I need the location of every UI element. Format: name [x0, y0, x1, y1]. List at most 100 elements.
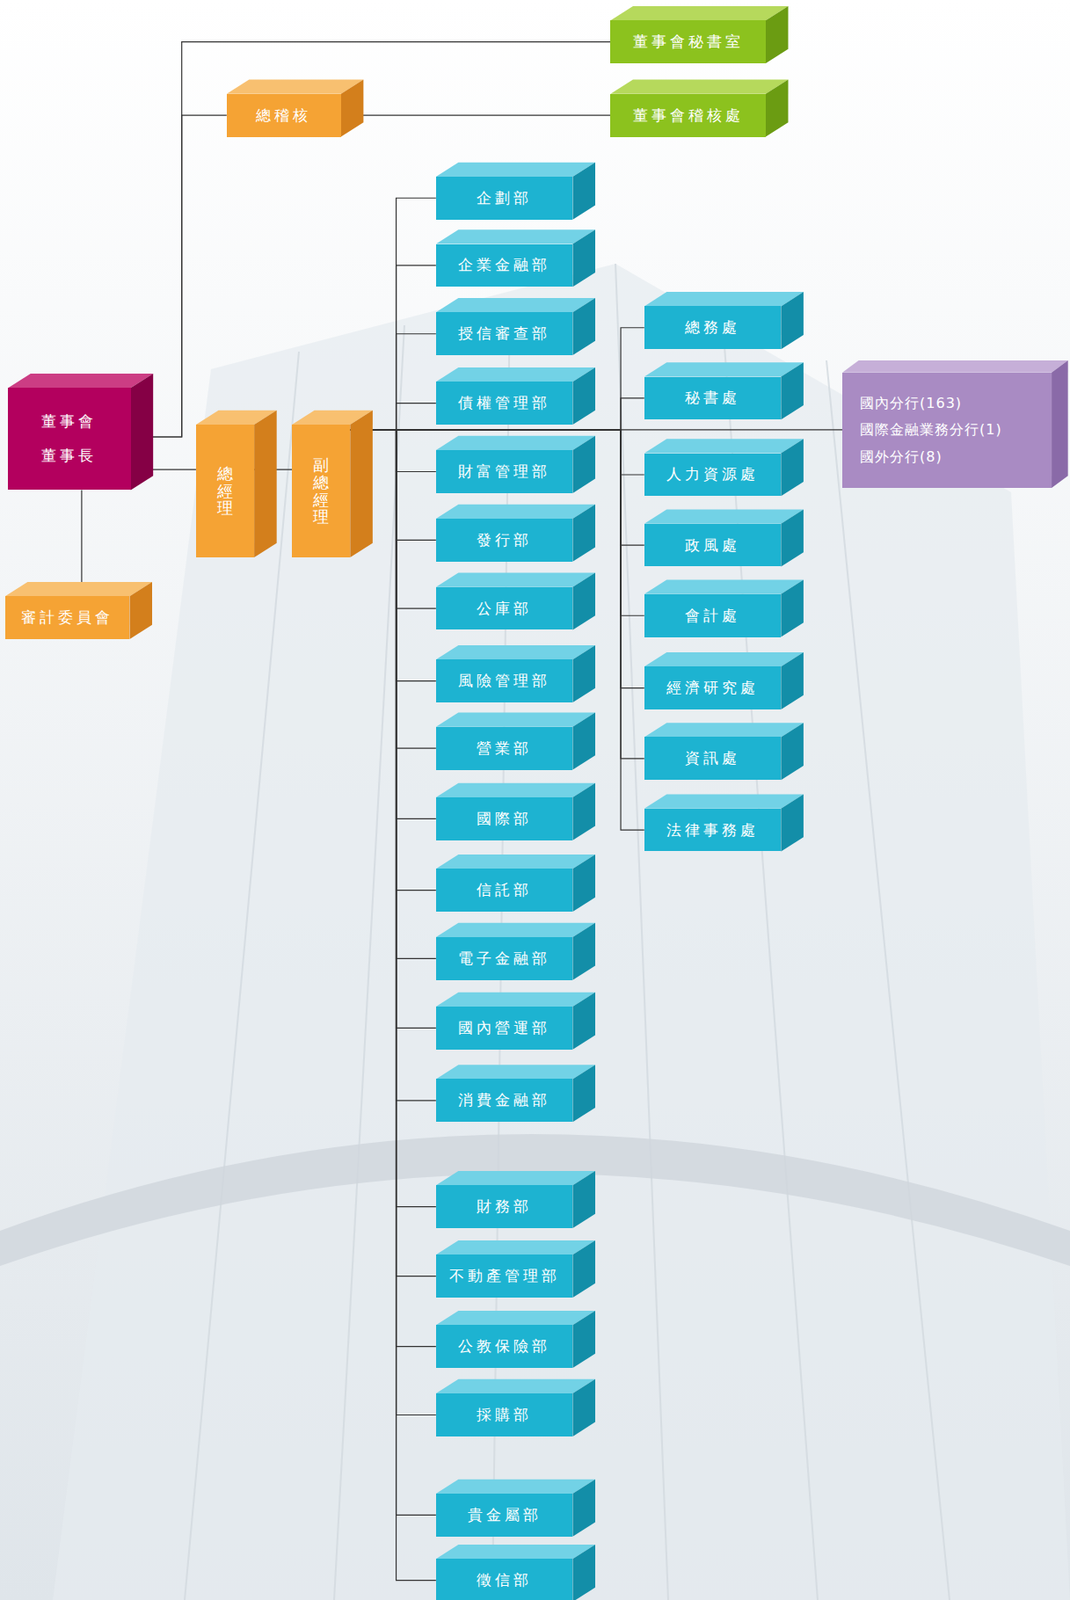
box-side-face	[572, 1310, 596, 1369]
executive-box: 副總經理	[291, 424, 350, 558]
box-top-face	[644, 793, 804, 808]
department-box: 電子金融部	[436, 937, 574, 981]
department-box: 營業部	[436, 727, 574, 771]
box-side-face	[572, 923, 596, 981]
box-side-face	[131, 373, 154, 490]
box-side-face	[572, 229, 596, 287]
department-box: 採購部	[436, 1393, 574, 1437]
box-top-face	[644, 438, 804, 453]
box-top-face	[436, 783, 596, 798]
unit-name: 不動產管理部	[449, 1266, 561, 1287]
box-top-face	[5, 582, 153, 597]
box-side-face	[572, 162, 596, 220]
department-box: 貴金屬部	[436, 1493, 574, 1537]
unit-name: 消費金融部	[458, 1090, 551, 1111]
box-top-face	[644, 722, 804, 737]
unit-name: 營業部	[476, 738, 532, 759]
canopy-arc	[0, 1134, 1070, 1267]
board-box: 董事會董事長	[7, 387, 131, 490]
department-box: 財富管理部	[436, 450, 574, 494]
box-side-face	[572, 854, 596, 912]
org-connector	[349, 197, 437, 430]
unit-name: 風險管理部	[458, 670, 551, 692]
unit-name: 公教保險部	[458, 1336, 551, 1357]
box-top-face	[436, 854, 596, 869]
department-box: 風險管理部	[436, 659, 574, 703]
box-side-face	[780, 722, 804, 780]
box-side-face	[765, 6, 789, 64]
department-box: 國內營運部	[436, 1006, 574, 1050]
department-box: 公庫部	[436, 587, 574, 631]
box-top-face	[436, 367, 596, 382]
box-top-face	[644, 291, 804, 306]
box-top-face	[436, 1544, 596, 1559]
unit-name: 董事會稽核處	[633, 105, 744, 126]
box-top-face	[436, 436, 596, 451]
department-box: 發行部	[436, 518, 574, 562]
box-side-face	[780, 793, 804, 852]
box-side-face	[572, 298, 596, 356]
org-connector	[349, 429, 437, 1277]
box-top-face	[226, 80, 364, 95]
branch-count: 國際金融業務分行(1)	[859, 416, 1003, 444]
box-side-face	[572, 1064, 596, 1122]
box-top-face	[436, 162, 596, 177]
unit-name: 企劃部	[476, 188, 532, 209]
unit-name: 企業金融部	[458, 254, 551, 276]
unit-name: 國際部	[476, 808, 532, 830]
box-top-face	[436, 504, 596, 519]
box-top-face	[436, 1171, 596, 1186]
unit-name: 電子金融部	[458, 948, 551, 969]
box-side-face	[780, 509, 804, 567]
box-side-face	[572, 992, 596, 1050]
unit-name: 副總經理	[312, 456, 329, 526]
box-top-face	[7, 373, 153, 388]
box-top-face	[436, 992, 596, 1007]
unit-name: 貴金屬部	[467, 1505, 542, 1526]
org-connector	[349, 429, 644, 759]
unit-name: 債權管理部	[458, 393, 551, 414]
box-side-face	[572, 1171, 596, 1229]
box-top-face	[436, 1479, 596, 1494]
department-box: 會計處	[644, 594, 782, 638]
box-top-face	[436, 645, 596, 660]
org-connector	[349, 429, 644, 689]
org-connector	[349, 429, 843, 430]
box-top-face	[436, 572, 596, 587]
org-connector	[80, 489, 82, 597]
department-box: 消費金融部	[436, 1078, 574, 1122]
department-box: 總務處	[644, 305, 782, 350]
box-side-face	[129, 582, 153, 640]
department-box: 資訊處	[644, 736, 782, 780]
unit-name: 財務部	[476, 1196, 532, 1217]
box-side-face	[780, 291, 804, 350]
unit-name: 發行部	[476, 530, 532, 551]
department-box: 法律事務處	[644, 808, 782, 852]
unit-name: 董事會	[41, 411, 97, 432]
box-top-face	[644, 509, 804, 524]
box-top-face	[644, 652, 804, 667]
unit-name: 政風處	[684, 535, 741, 556]
department-box: 債權管理部	[436, 381, 574, 425]
org-connector	[131, 42, 612, 437]
box-side-face	[572, 713, 596, 771]
department-box: 秘書處	[644, 377, 782, 421]
box-side-face	[780, 438, 804, 496]
department-box: 信託部	[436, 868, 574, 912]
unit-name: 經濟研究處	[666, 677, 759, 699]
department-box: 徵信部	[436, 1558, 574, 1600]
department-box: 財務部	[436, 1185, 574, 1229]
box-top-face	[436, 1240, 596, 1255]
box-side-face	[572, 1544, 596, 1600]
org-connector	[349, 265, 437, 430]
branch-box: 國內分行(163)國際金融業務分行(1)國外分行(8)	[842, 372, 1052, 488]
department-box: 政風處	[644, 524, 782, 568]
box-side-face	[572, 504, 596, 562]
department-box: 經濟研究處	[644, 666, 782, 710]
unit-name: 總務處	[684, 317, 741, 338]
unit-name: 公庫部	[476, 598, 532, 619]
department-box: 人力資源處	[644, 453, 782, 497]
box-side-face	[572, 1479, 596, 1537]
box-top-face	[436, 298, 596, 313]
